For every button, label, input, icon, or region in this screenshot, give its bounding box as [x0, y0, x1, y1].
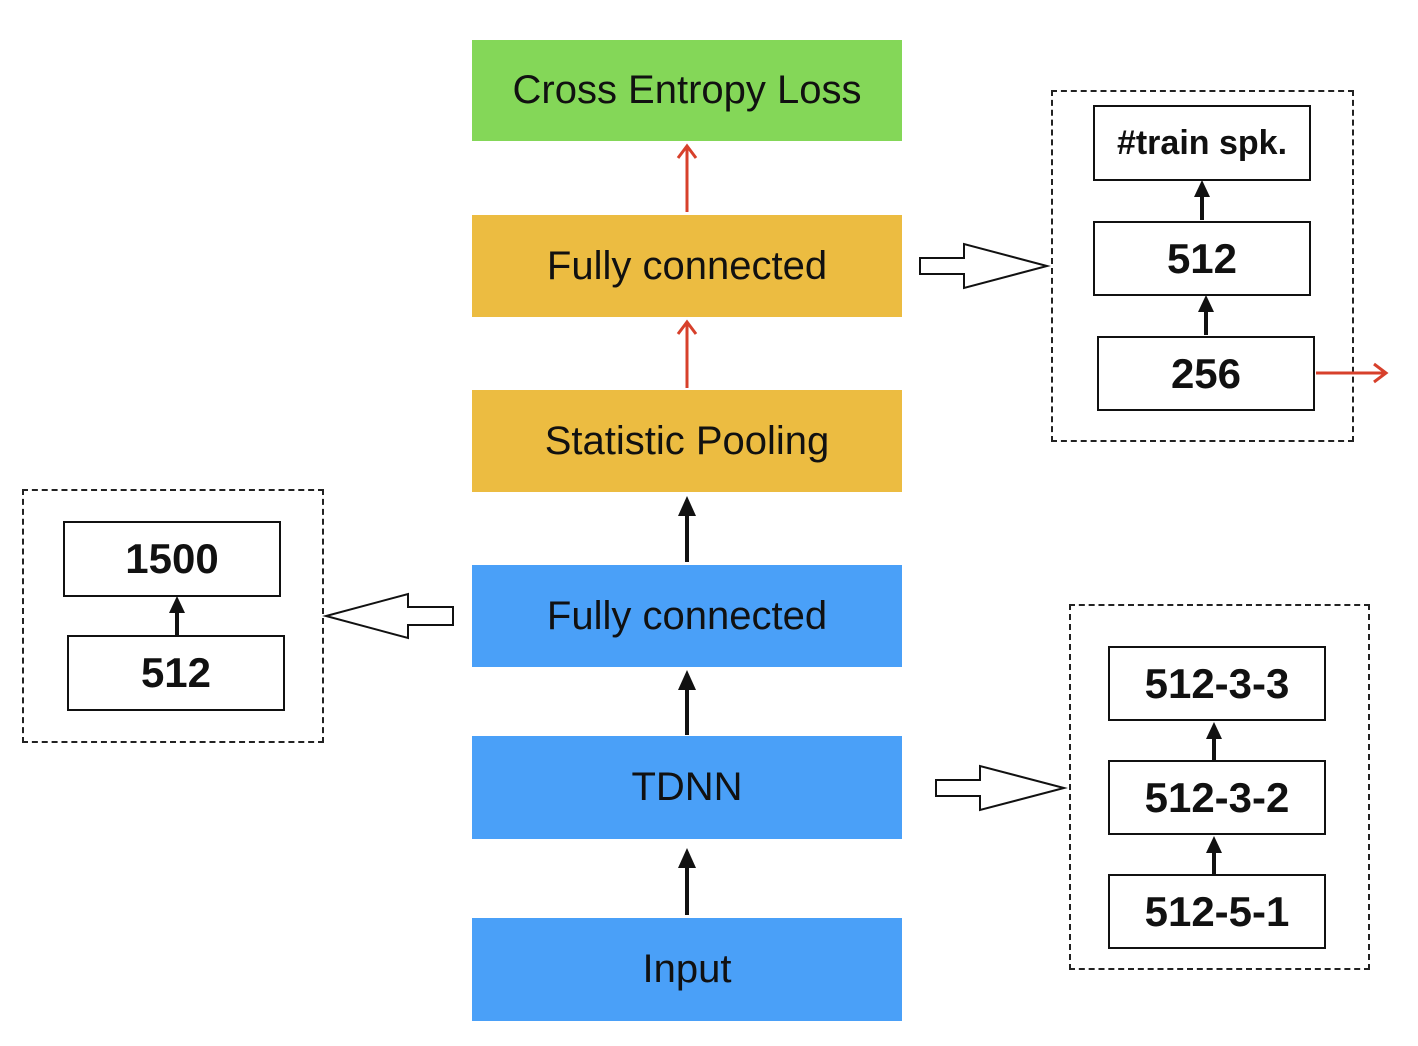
statistic-pooling-label: Statistic Pooling — [544, 418, 830, 463]
tdnn-layer-1-box: 512-5-1 — [1108, 874, 1326, 949]
arrow-input-to-tdnn — [678, 848, 696, 915]
top-right-512-box: 512 — [1093, 221, 1311, 296]
expand-arrow-bottom-right — [935, 764, 1068, 812]
bottom-right-detail-group — [1069, 604, 1370, 970]
tdnn-layer-3-label: 512-3-3 — [1144, 659, 1290, 707]
tdnn-block: TDNN — [472, 736, 902, 839]
tdnn-layer-1-label: 512-5-1 — [1144, 887, 1290, 935]
left-512-label: 512 — [140, 649, 212, 696]
tdnn-layer-2-box: 512-3-2 — [1108, 760, 1326, 835]
train-speakers-box: #train spk. — [1093, 105, 1311, 181]
fully-connected-bottom-block: Fully connected — [472, 565, 902, 667]
input-block: Input — [472, 918, 902, 1021]
left-1500-label: 1500 — [125, 535, 219, 582]
tdnn-layer-3-box: 512-3-3 — [1108, 646, 1326, 721]
tdnn-layer-2-label: 512-3-2 — [1144, 773, 1290, 821]
top-right-512-label: 512 — [1166, 234, 1238, 282]
main-black-arrows — [678, 496, 696, 915]
bottom-right-internal-arrows — [1206, 722, 1222, 874]
expand-arrow-top-right — [919, 242, 1051, 290]
left-internal-arrow — [169, 596, 185, 635]
top-right-detail-group — [1051, 90, 1354, 442]
tdnn-label: TDNN — [631, 765, 743, 809]
expand-arrow-left — [322, 592, 454, 640]
input-label: Input — [642, 947, 732, 991]
train-speakers-label: #train spk. — [1116, 123, 1288, 162]
main-red-arrows — [676, 143, 698, 388]
fully-connected-top-block: Fully connected — [472, 215, 902, 317]
cross-entropy-loss-label: Cross Entropy Loss — [512, 68, 862, 112]
fully-connected-top-label: Fully connected — [546, 243, 828, 288]
embedding-output-arrow — [1316, 362, 1389, 384]
left-1500-box: 1500 — [63, 521, 281, 597]
top-right-256-box: 256 — [1097, 336, 1315, 411]
arrow-fc-to-pooling — [678, 496, 696, 562]
top-right-256-label: 256 — [1170, 349, 1242, 397]
arrow-fc-to-loss — [676, 143, 698, 212]
arrow-tdnn-to-fc — [678, 670, 696, 735]
top-right-internal-arrows — [1194, 180, 1214, 335]
left-512-box: 512 — [67, 635, 285, 711]
fully-connected-bottom-label: Fully connected — [546, 593, 828, 638]
arrow-pooling-to-fc — [676, 319, 698, 388]
statistic-pooling-block: Statistic Pooling — [472, 390, 902, 492]
cross-entropy-loss-block: Cross Entropy Loss — [472, 40, 902, 141]
